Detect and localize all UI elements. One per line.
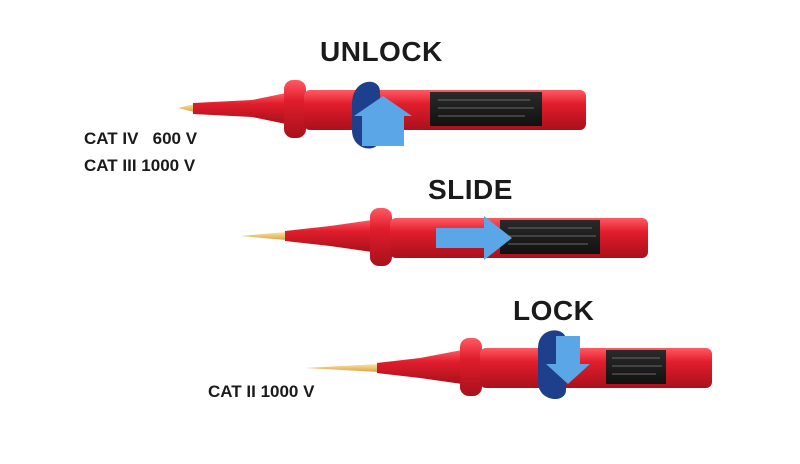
probe-shaft — [193, 93, 286, 124]
finger-guard — [284, 80, 306, 138]
rating-sleeve — [430, 92, 542, 126]
rating-cat4-600v: CAT IV 600 V — [84, 129, 198, 148]
probe-shaft — [377, 350, 462, 384]
probe-tip — [240, 232, 286, 240]
probe-handle — [480, 348, 712, 388]
step-unlock-title: UNLOCK — [320, 36, 443, 67]
rating-sleeve — [606, 350, 666, 384]
rating-sleeve — [500, 220, 600, 254]
probe-slide — [240, 208, 648, 266]
finger-guard — [370, 208, 392, 266]
finger-guard — [460, 338, 482, 396]
probe-lock — [305, 330, 712, 400]
probe-shaft — [285, 220, 372, 252]
probe-tip — [178, 104, 194, 112]
arrow-right-icon — [436, 216, 512, 260]
arrow-down-icon — [546, 336, 590, 384]
step-slide-title: SLIDE — [428, 174, 513, 205]
rating-cat2-1000v: CAT II 1000 V — [208, 382, 315, 401]
step-lock-title: LOCK — [513, 295, 595, 326]
probe-tip — [305, 364, 378, 372]
probe-unlock — [178, 80, 586, 149]
rating-cat3-1000v: CAT III 1000 V — [84, 156, 196, 175]
arrow-up-icon — [354, 96, 412, 146]
